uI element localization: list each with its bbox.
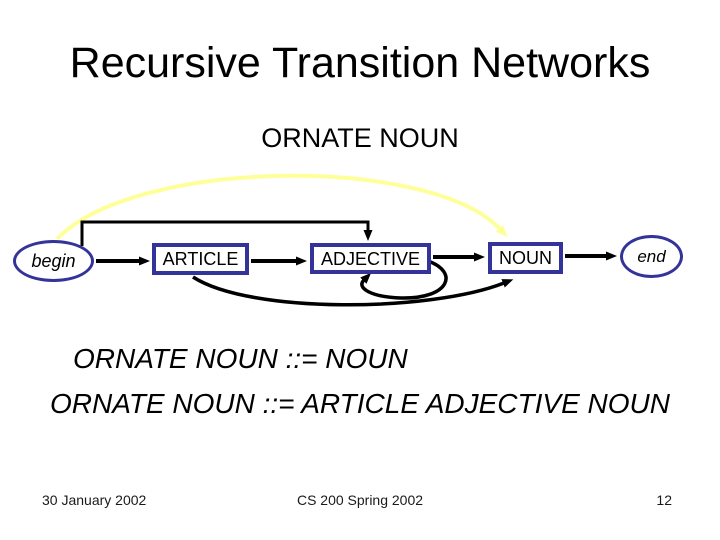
node-end-label: end bbox=[637, 247, 666, 266]
edge-adjective-self-loop bbox=[360, 259, 448, 300]
node-adjective-label: ADJECTIVE bbox=[320, 248, 421, 269]
node-article: ARTICLE bbox=[152, 243, 249, 275]
slide-title: Recursive Transition Networks bbox=[69, 39, 651, 87]
grammar-rule-1: ORNATE NOUN ::= NOUN bbox=[73, 343, 408, 374]
footer-page-number: 12 bbox=[656, 492, 672, 508]
node-begin-label: begin bbox=[31, 251, 76, 271]
grammar-rule-2: ORNATE NOUN ::= ARTICLE ADJECTIVE NOUN bbox=[50, 388, 670, 419]
footer-course: CS 200 Spring 2002 bbox=[296, 492, 424, 508]
edge-begin-to-noun-highlight-arc bbox=[55, 173, 508, 241]
edge-begin-to-adjective-bypass bbox=[80, 220, 373, 246]
node-noun-label: NOUN bbox=[499, 248, 552, 268]
node-end: end bbox=[620, 235, 683, 278]
slide-subtitle: ORNATE NOUN bbox=[261, 123, 459, 153]
node-adjective: ADJECTIVE bbox=[310, 243, 431, 274]
footer-date: 30 January 2002 bbox=[42, 492, 147, 508]
node-noun: NOUN bbox=[488, 242, 563, 274]
edge-article-to-noun-bypass bbox=[192, 275, 514, 307]
node-begin: begin bbox=[13, 240, 94, 282]
node-article-label: ARTICLE bbox=[162, 249, 239, 269]
